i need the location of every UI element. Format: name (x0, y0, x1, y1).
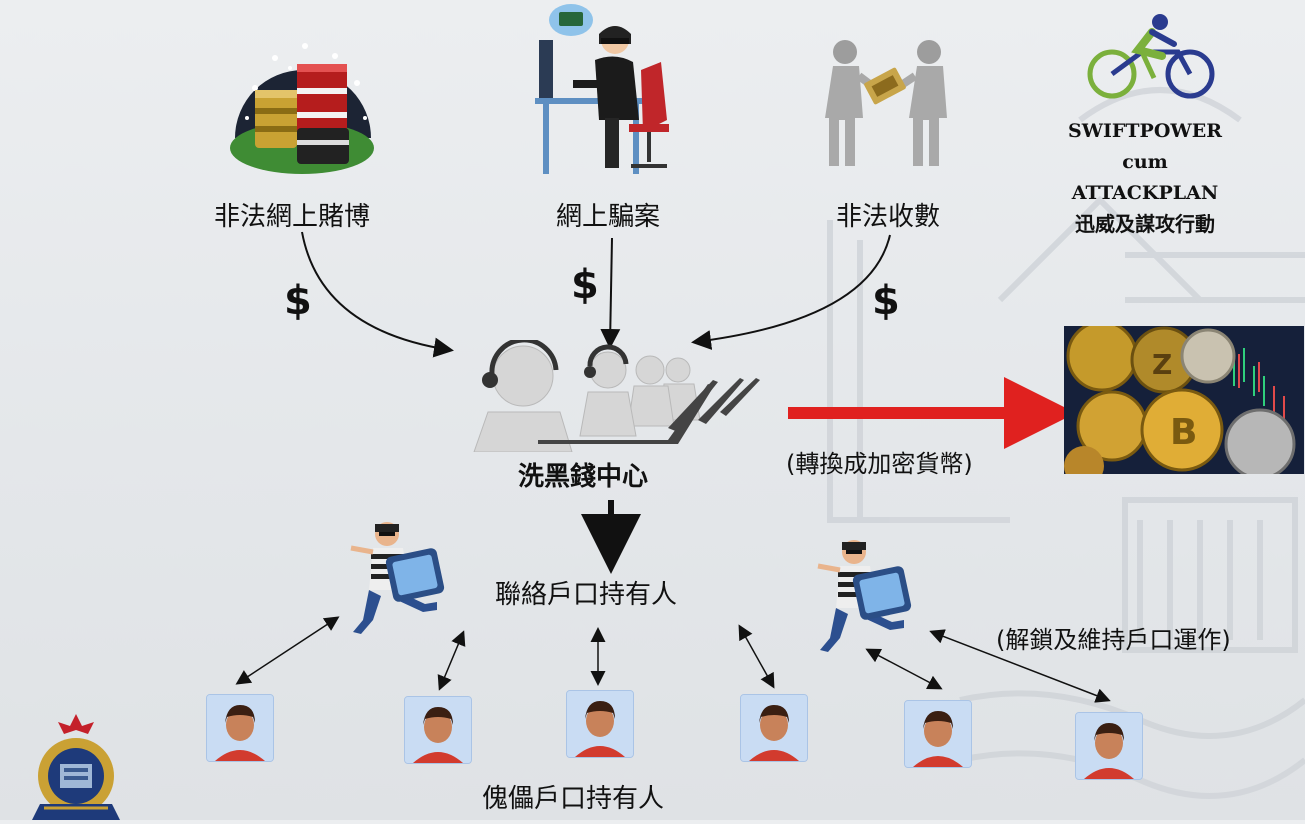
operation-name-line3: ATTACKPLAN (1071, 182, 1219, 204)
thief-with-phone-icon (812, 538, 920, 656)
operation-name-chinese: 迅威及謀攻行動 (1075, 212, 1215, 236)
crypto-label: (轉換成加密貨幣) (786, 450, 973, 478)
unlock-note-label: (解鎖及維持戶口運作) (996, 626, 1231, 654)
person-avatar-icon (404, 696, 472, 764)
svg-text:Z: Z (1152, 348, 1172, 381)
thief-with-phone-icon (345, 520, 453, 638)
center-label: 洗黑錢中心 (518, 462, 649, 492)
dollar-sign-left: $ (284, 278, 312, 324)
person-avatar-icon (206, 694, 274, 762)
operation-name-line2: cum (1122, 151, 1168, 173)
svg-text:B: B (1170, 412, 1197, 453)
puppet-holders-label: 傀儡戶口持有人 (482, 784, 665, 814)
casino-chips-icon (225, 28, 380, 178)
person-avatar-icon (1075, 712, 1143, 780)
hacker-at-computer-icon (533, 0, 683, 178)
operation-name-line1: SWIFTPOWER (1067, 120, 1223, 142)
person-avatar-icon (566, 690, 634, 758)
contact-holders-label: 聯絡戶口持有人 (495, 580, 678, 610)
person-avatar-icon (740, 694, 808, 762)
cryptocurrency-coins-icon: B Z (1064, 326, 1304, 474)
person-avatar-icon (904, 700, 972, 768)
call-center-icon (468, 337, 763, 453)
source-label-debt-collection: 非法收數 (836, 202, 941, 232)
source-label-gambling: 非法網上賭博 (214, 202, 371, 232)
operation-name: SWIFTPOWER cum ATTACKPLAN 迅威及謀攻行動 (1040, 116, 1250, 240)
cyclist-logo-icon (1082, 12, 1222, 102)
dollar-sign-right: $ (872, 278, 900, 324)
source-label-fraud: 網上騙案 (556, 202, 661, 232)
dollar-sign-middle: $ (571, 262, 599, 308)
police-emblem-icon (20, 712, 132, 820)
cash-handover-icon (815, 38, 955, 176)
